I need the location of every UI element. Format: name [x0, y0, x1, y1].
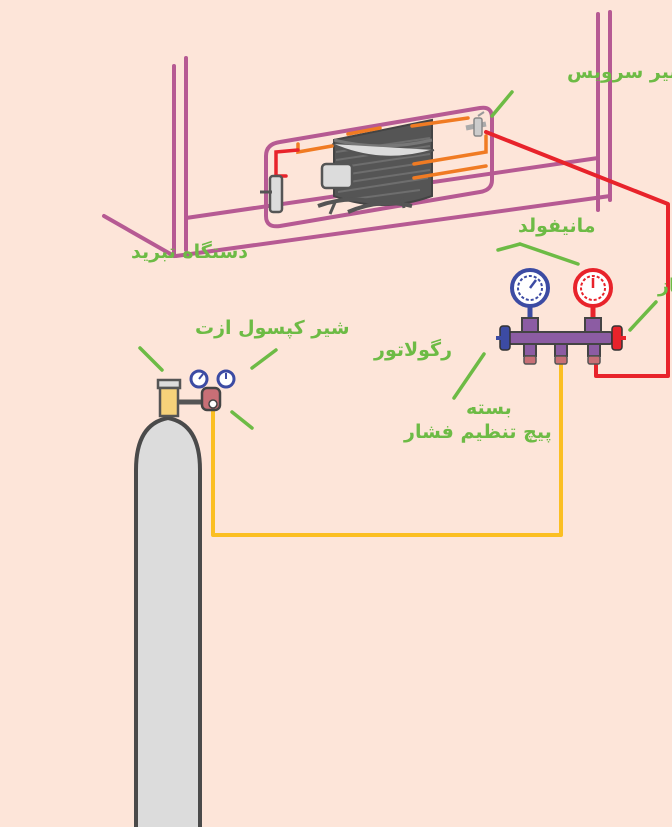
- low-pressure-gauge: [510, 268, 550, 320]
- manifold-body: [507, 317, 613, 365]
- nitrogen-cylinder: [134, 369, 236, 827]
- manifold-gauge-set: [496, 268, 626, 365]
- hoses: [211, 130, 670, 537]
- pressure-regulator: [189, 369, 236, 412]
- charging-hose: [211, 358, 563, 537]
- high-pressure-gauge: [573, 268, 613, 320]
- service-valve: [465, 111, 487, 137]
- label-closed: بسته: [466, 397, 512, 419]
- filter-drier: [260, 174, 284, 214]
- compressor: [317, 118, 435, 215]
- high-side-knob: [611, 325, 626, 351]
- label-refrigeration-unit: دستگاه تبرید: [131, 240, 248, 263]
- compressor-enclosure: [264, 105, 494, 229]
- pointer-lines: [138, 90, 658, 430]
- label-pressure-screw: پیچ تنظیم فشار: [403, 421, 552, 443]
- label-service-valve: شیر سرویس: [567, 61, 672, 83]
- label-open: باز: [657, 275, 672, 297]
- low-side-knob: [496, 325, 511, 351]
- red-tubes: [274, 148, 300, 178]
- compressor-assembly: [260, 105, 494, 229]
- high-side-hose: [484, 130, 670, 378]
- label-regulator: رگولاتور: [373, 338, 452, 361]
- label-manifold: مانیفولد: [518, 215, 595, 237]
- compressor-tubes: [296, 116, 488, 180]
- label-nitrogen-valve: شیر کپسول ازت: [195, 317, 350, 339]
- cylinder-valve: [156, 378, 202, 418]
